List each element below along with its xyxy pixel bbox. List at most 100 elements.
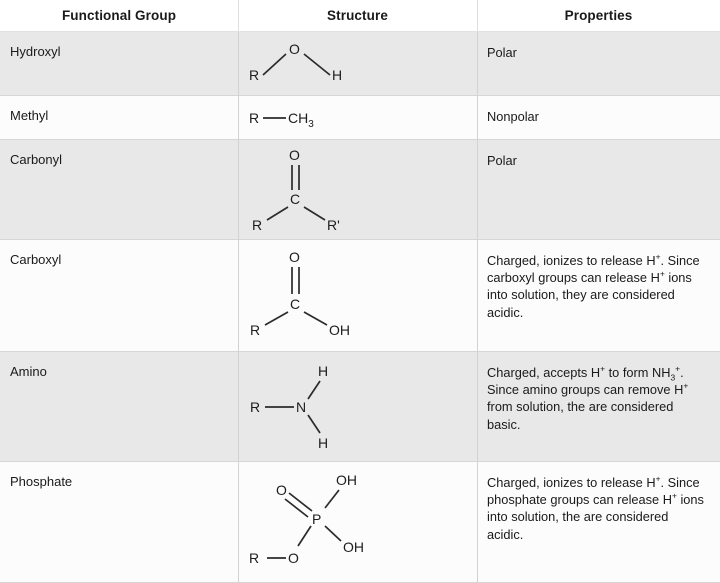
bond-c-rprime <box>303 206 326 221</box>
subscript-three: 3 <box>670 372 676 383</box>
row-structure-cell: R CH3 <box>238 96 477 140</box>
bond-n-h-top <box>307 380 321 400</box>
row-group-cell: Carbonyl <box>0 140 238 240</box>
properties-part: . Since carboxyl groups can release H <box>487 253 700 286</box>
structure-diagram-phosphate: OH O P OH R O <box>249 472 364 566</box>
properties-part: Charged, ionizes to release H <box>487 253 656 268</box>
table-row: Hydroxyl R O H Polar <box>0 32 720 96</box>
atom-label-h-bottom: H <box>318 435 328 451</box>
bond-c-oh <box>303 311 328 326</box>
row-group-cell: Methyl <box>0 96 238 140</box>
atom-label-r-prime: R' <box>327 217 340 233</box>
atom-label-c: C <box>290 296 300 312</box>
row-properties-cell: Polar <box>477 32 720 96</box>
superscript-plus: + <box>683 380 689 391</box>
row-properties-cell: Charged, accepts H+ to form NH3+. Since … <box>477 352 720 462</box>
row-structure-cell: O C R OH <box>238 240 477 352</box>
atom-label-n: N <box>296 399 306 415</box>
properties-part: . Since amino groups can remove H <box>487 365 684 398</box>
row-structure-cell: R O H <box>238 32 477 96</box>
bond-double-po-a <box>288 492 313 512</box>
table-row: Amino R N H H Charged, accepts H+ to for… <box>0 352 720 462</box>
properties-text: Charged, accepts H+ to form NH3+. Since … <box>477 352 720 433</box>
atom-label-r: R <box>250 399 260 415</box>
atom-label-ch3: CH3 <box>288 110 314 130</box>
table-row: Methyl R CH3 Nonpolar <box>0 96 720 140</box>
row-properties-cell: Nonpolar <box>477 96 720 140</box>
header-cell-properties: Properties <box>477 0 720 32</box>
structure-diagram-hydroxyl: R O H <box>249 41 342 83</box>
properties-text: Polar <box>487 45 517 60</box>
atom-label-o-ester: O <box>288 550 299 566</box>
superscript-plus: + <box>659 268 665 279</box>
row-group-cell: Hydroxyl <box>0 32 238 96</box>
row-structure-cell: OH O P OH R O <box>238 462 477 583</box>
row-properties-cell: Polar <box>477 140 720 240</box>
bond-p-o-bottom <box>297 525 312 547</box>
properties-part: Charged, ionizes to release H <box>487 475 656 490</box>
functional-group-name: Hydroxyl <box>10 44 61 59</box>
superscript-plus: + <box>655 473 661 484</box>
atom-label-p: P <box>312 511 321 527</box>
atom-label-o: O <box>289 249 300 265</box>
properties-text: Charged, ionizes to release H+. Since ca… <box>477 240 720 321</box>
bond-n-h-bottom <box>307 414 321 434</box>
row-group-cell: Phosphate <box>0 462 238 583</box>
atom-label-o-double: O <box>276 482 287 498</box>
properties-part: from solution, the are considered basic. <box>487 399 674 432</box>
atom-label-o: O <box>289 41 300 57</box>
properties-text: Polar <box>487 153 517 168</box>
atom-label-oh-top: OH <box>336 472 357 488</box>
header-cell-structure: Structure <box>238 0 477 32</box>
bond-c-r <box>264 311 289 326</box>
structure-diagram-amino: R N H H <box>250 363 328 451</box>
header-cell-functional-group: Functional Group <box>0 0 238 32</box>
table-row: Carboxyl O C R OH Charged, ionizes to re… <box>0 240 720 352</box>
row-group-cell: Carboxyl <box>0 240 238 352</box>
row-properties-cell: Charged, ionizes to release H+. Since ca… <box>477 240 720 352</box>
superscript-plus: + <box>600 363 606 374</box>
row-structure-cell: R N H H <box>238 352 477 462</box>
atom-label-subscript-3: 3 <box>308 119 314 130</box>
bond-double-po-b <box>284 498 309 518</box>
properties-part: . Since phosphate groups can release H <box>487 475 700 508</box>
superscript-plus: + <box>671 490 677 501</box>
atom-label-oh-bottom: OH <box>343 539 364 555</box>
row-properties-cell: Charged, ionizes to release H+. Since ph… <box>477 462 720 583</box>
bond-p-oh-top <box>324 489 340 509</box>
atom-label-c: C <box>290 191 300 207</box>
superscript-plus: + <box>675 363 681 374</box>
atom-label-oh: OH <box>329 322 350 338</box>
row-structure-cell: O C R R' <box>238 140 477 240</box>
properties-part: to form NH <box>605 365 671 380</box>
properties-part: ions into solution, they are considered … <box>487 270 692 320</box>
atom-label-r: R <box>250 322 260 338</box>
atom-label-h-top: H <box>318 363 328 379</box>
bond-c-r <box>266 206 289 221</box>
properties-text: Charged, ionizes to release H+. Since ph… <box>477 462 720 543</box>
column-header-functional-group: Functional Group <box>61 8 177 23</box>
atom-label-r: R <box>249 67 259 83</box>
table-row: Phosphate OH O P OH R O <box>0 462 720 583</box>
functional-group-name: Amino <box>10 364 47 379</box>
functional-group-name: Carboxyl <box>10 252 62 267</box>
atom-label-h: H <box>332 67 342 83</box>
atom-label-r: R <box>249 550 259 566</box>
functional-group-name: Methyl <box>10 108 49 123</box>
superscript-plus: + <box>655 251 661 262</box>
properties-part: ions into solution, the are considered a… <box>487 492 704 542</box>
table-header-row: Functional Group Structure Properties <box>0 0 720 32</box>
atom-label-r: R <box>252 217 262 233</box>
atom-label-r: R <box>249 110 259 126</box>
bond-p-oh-bottom <box>324 525 342 542</box>
bond-r-o <box>262 53 287 76</box>
bond-o-h <box>303 53 331 76</box>
column-header-structure: Structure <box>327 8 388 23</box>
structure-diagram-carboxyl: O C R OH <box>250 249 350 338</box>
properties-text: Nonpolar <box>487 109 539 124</box>
properties-part: Charged, accepts H <box>487 365 601 380</box>
structure-diagram-carbonyl: O C R R' <box>252 147 340 233</box>
functional-group-name: Phosphate <box>10 474 73 489</box>
row-group-cell: Amino <box>0 352 238 462</box>
structure-diagram-methyl: R CH3 <box>249 110 314 130</box>
